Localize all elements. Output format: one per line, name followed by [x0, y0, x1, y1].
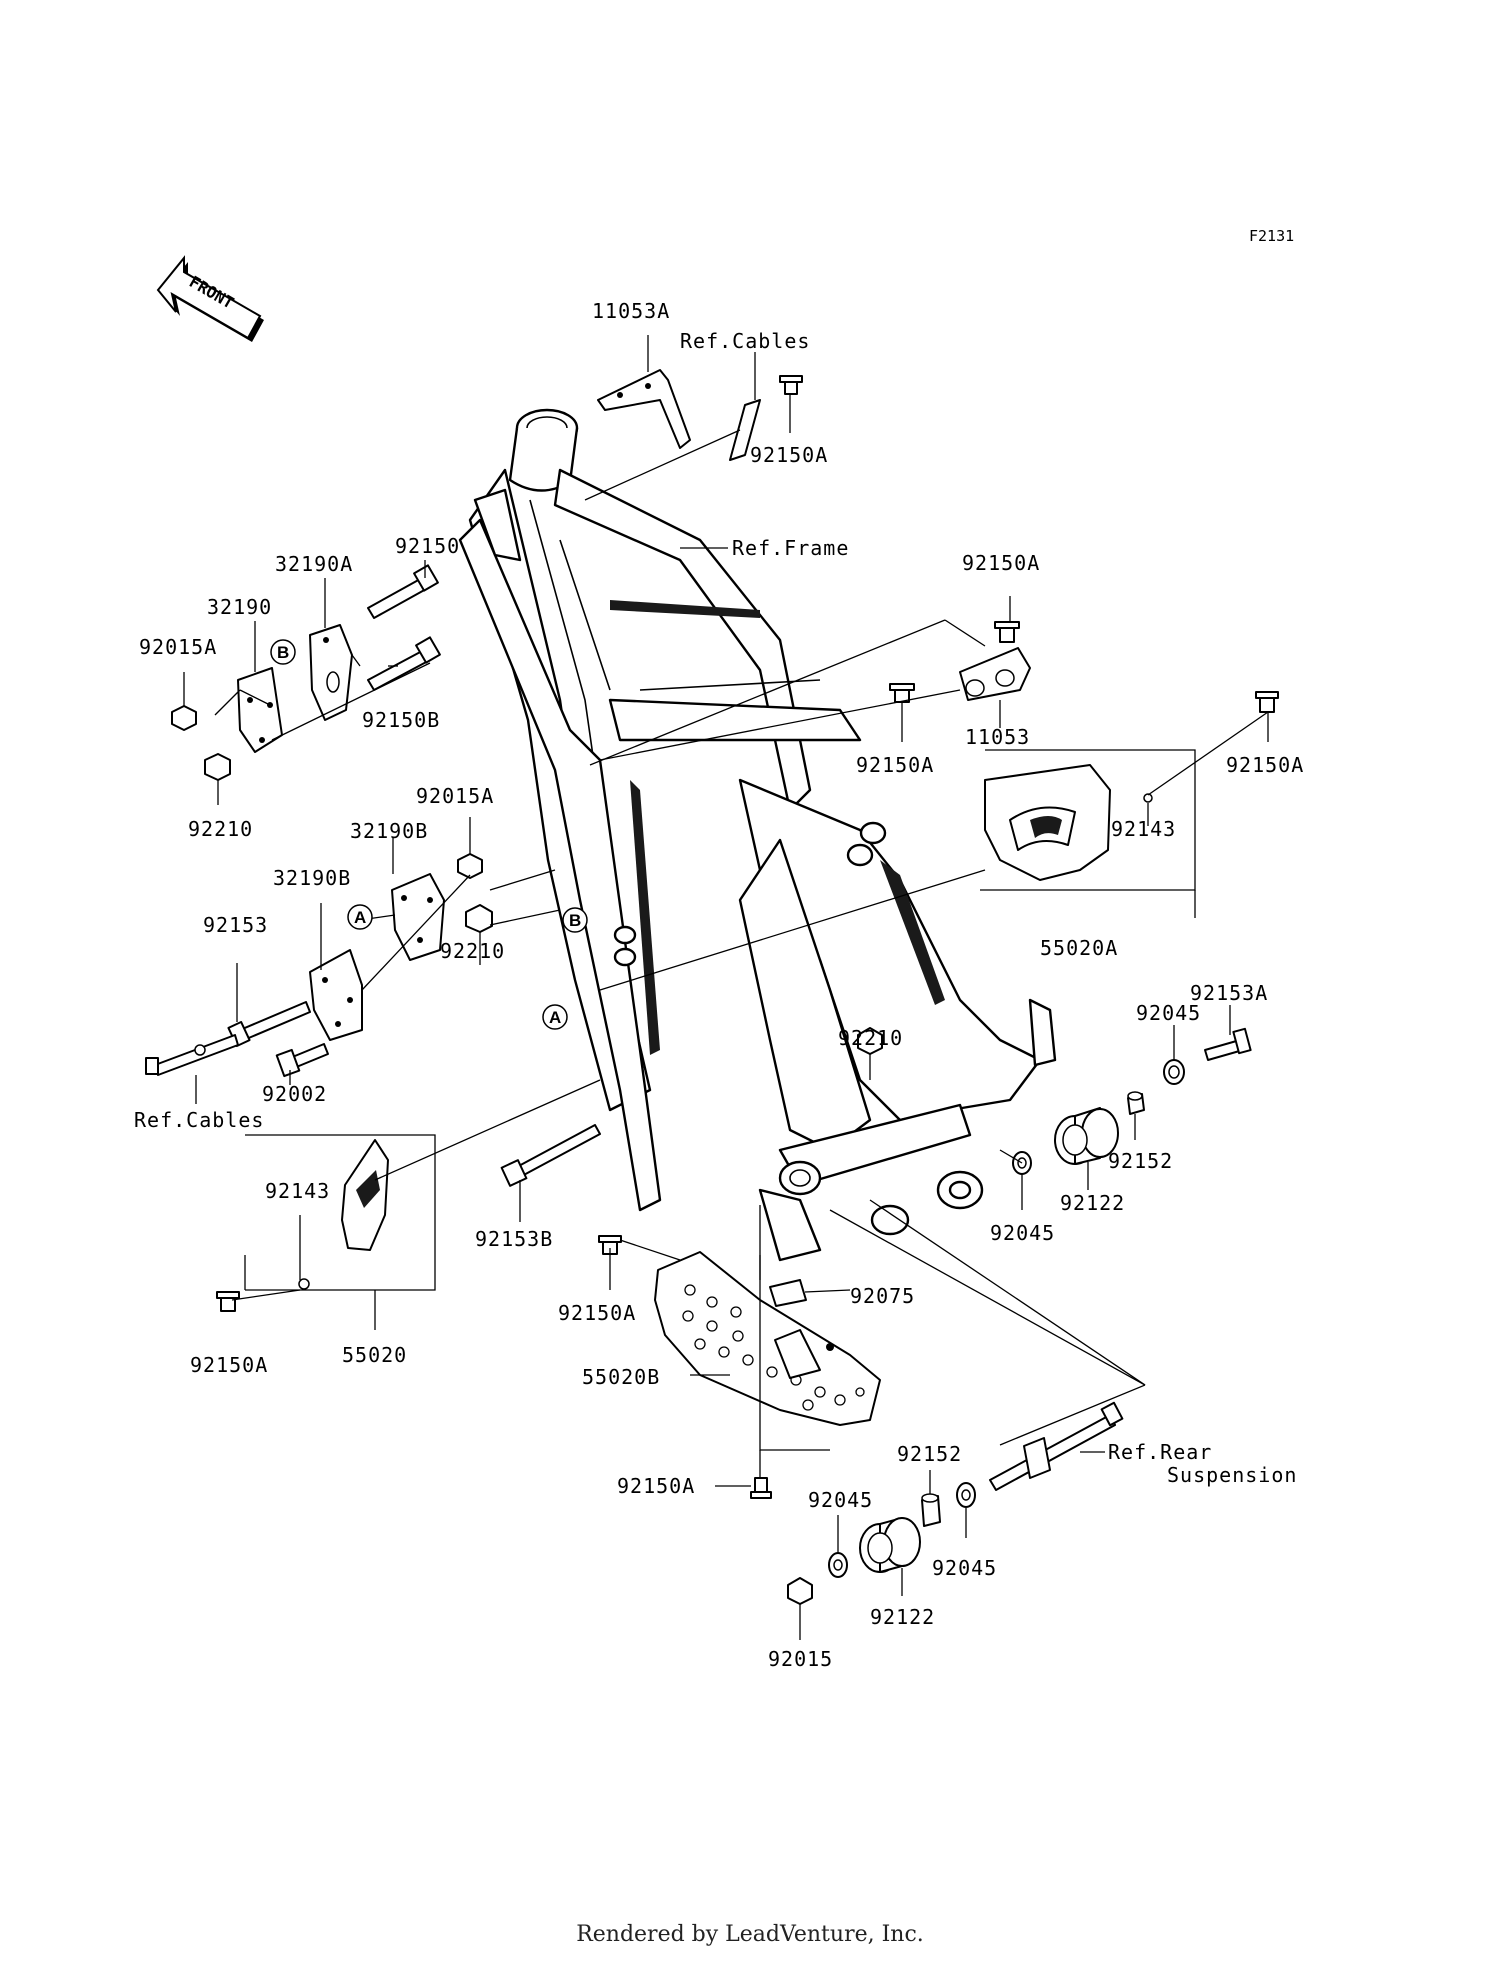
label-92015: 92015 [768, 1647, 833, 1671]
label-92015a-2: 92015A [416, 784, 494, 808]
footer-credit: Rendered by LeadVenture, Inc. [576, 1922, 924, 1947]
label-92045-4: 92045 [932, 1556, 997, 1580]
label-32190: 32190 [207, 595, 272, 619]
label-92143-1: 92143 [1111, 817, 1176, 841]
label-92045-1: 92045 [1136, 1001, 1201, 1025]
pad-92075 [769, 1279, 807, 1307]
washer-92045-b1 [828, 1552, 848, 1578]
label-ref-cables-left: Ref.Cables [134, 1108, 264, 1132]
callout-a-upper: A [347, 904, 373, 930]
label-32190a: 32190A [275, 552, 353, 576]
nut-92015 [787, 1577, 813, 1605]
label-55020b: 55020B [582, 1365, 660, 1389]
callout-b-upper: B [270, 639, 296, 665]
callout-b-frame: B [562, 907, 588, 933]
label-92150a-3: 92150A [856, 753, 934, 777]
label-32190b-2: 32190B [273, 866, 351, 890]
label-92122-2: 92122 [870, 1605, 935, 1629]
label-92153a: 92153A [1190, 981, 1268, 1005]
label-11053a: 11053A [592, 299, 670, 323]
label-92150a-4: 92150A [1226, 753, 1304, 777]
bolt-92150a-bottom [750, 1477, 772, 1499]
part-labels: 11053A Ref.Cables 92150A Ref.Frame 92150… [134, 299, 1304, 1671]
label-32190b-1: 32190B [350, 819, 428, 843]
skid-plate-55020b [654, 1251, 881, 1426]
bolt-92153b [500, 1124, 601, 1187]
bracket-11053a [597, 369, 691, 449]
nut-92210-left [204, 753, 231, 781]
bolt-92153 [227, 1001, 311, 1048]
front-arrow-icon: FRONT [156, 255, 264, 342]
label-92122-1: 92122 [1060, 1191, 1125, 1215]
collar-92152-b [921, 1493, 941, 1527]
bolt-92150a-left [216, 1291, 240, 1312]
label-ref-rear-1: Ref.Rear [1108, 1440, 1212, 1464]
label-92045-2: 92045 [990, 1221, 1055, 1245]
label-92045-3: 92045 [808, 1488, 873, 1512]
plate-32190 [237, 667, 283, 753]
bracket-11053 [959, 647, 1031, 701]
label-92152-1: 92152 [1108, 1149, 1173, 1173]
label-92075: 92075 [850, 1284, 915, 1308]
label-92150a-6: 92150A [190, 1353, 268, 1377]
collar-92152-r1 [1127, 1091, 1145, 1115]
bolt-92153a [1204, 1027, 1252, 1061]
label-ref-frame: Ref.Frame [732, 536, 849, 560]
cable-clamp-top [729, 399, 761, 461]
label-92210-3: 92210 [838, 1026, 903, 1050]
svg-text:B: B [277, 643, 289, 662]
nut-92015a-top [171, 705, 197, 731]
callout-a-frame: A [542, 1004, 568, 1030]
label-92153b: 92153B [475, 1227, 553, 1251]
label-11053: 11053 [965, 725, 1030, 749]
label-92150a-5: 92150A [558, 1301, 636, 1325]
bolt-92150a-right2 [889, 683, 915, 703]
label-92152-2: 92152 [897, 1442, 962, 1466]
nut-92210-center [857, 1027, 883, 1055]
plate-32190a [309, 624, 353, 721]
label-55020: 55020 [342, 1343, 407, 1367]
label-92150: 92150 [395, 534, 460, 558]
guard-55020 [298, 1139, 389, 1290]
label-92143-2: 92143 [265, 1179, 330, 1203]
svg-text:A: A [354, 908, 366, 927]
label-92210-1: 92210 [188, 817, 253, 841]
label-ref-rear-2: Suspension [1167, 1463, 1297, 1487]
label-55020a: 55020A [1040, 936, 1118, 960]
label-92015a-1: 92015A [139, 635, 217, 659]
label-92002: 92002 [262, 1082, 327, 1106]
bushing-92122-r1 [1054, 1107, 1119, 1165]
svg-text:A: A [549, 1008, 561, 1027]
nut-92015a-mid [457, 853, 483, 879]
plate-32190b-left [309, 949, 363, 1041]
bolt-92002 [275, 1043, 329, 1078]
bushing-92122-b [859, 1517, 921, 1573]
washer-92045-r1 [1163, 1059, 1185, 1085]
figure-code: F2131 [1249, 227, 1294, 245]
label-92150b: 92150B [362, 708, 440, 732]
nut-92210-mid [465, 904, 493, 933]
guard-55020a [984, 764, 1153, 881]
bolt-92150 [367, 564, 439, 619]
label-92153: 92153 [203, 913, 268, 937]
leader-lines [183, 335, 1269, 1640]
main-frame [458, 408, 1057, 1262]
label-92150a-2: 92150A [962, 551, 1040, 575]
label-ref-cables-top: Ref.Cables [680, 329, 810, 353]
svg-text:B: B [569, 911, 581, 930]
cable-clamp-left [145, 1034, 239, 1076]
plate-32190b-right [391, 873, 445, 961]
rear-suspension-shaft [989, 1401, 1124, 1491]
bolt-92150a-top [779, 375, 803, 395]
bolt-92150a-right3 [1255, 691, 1279, 713]
label-92210-2: 92210 [440, 939, 505, 963]
label-92150a-1: 92150A [750, 443, 828, 467]
washer-92045-b2 [956, 1482, 976, 1508]
bolt-92150a-right1 [994, 621, 1020, 643]
label-92150a-7: 92150A [617, 1474, 695, 1498]
bolt-92150b [367, 636, 441, 691]
